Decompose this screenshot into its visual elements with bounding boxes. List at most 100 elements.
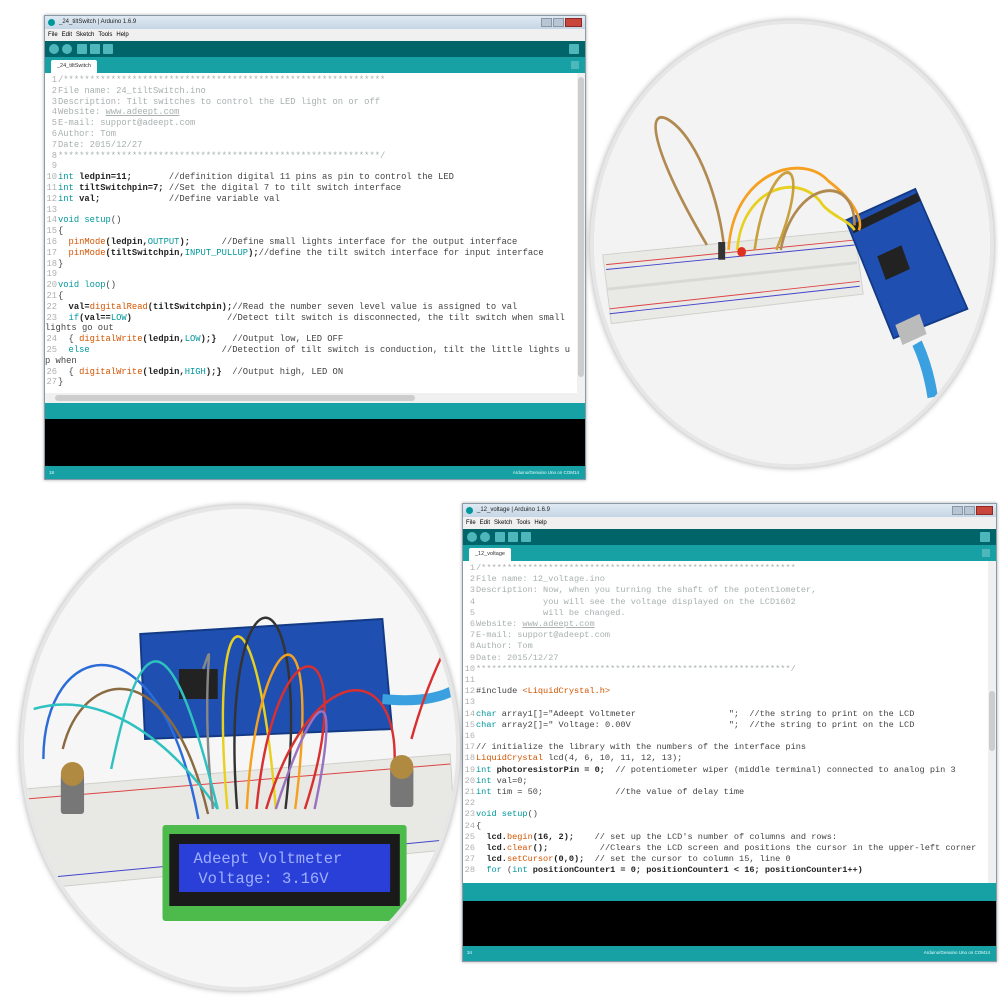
menu-file[interactable]: File [466,520,476,526]
status-bar: 34 Arduino/Genuino Uno on COM14 [463,946,996,961]
menu-help[interactable]: Help [534,520,547,526]
horizontal-scrollbar[interactable] [45,393,585,403]
line-number: 4 [51,107,57,118]
line-number: 20 [46,280,57,291]
code-token: // set the cursor to column 15, line 0 [584,854,791,865]
line-number: 11 [464,675,475,686]
line-number: 10 [46,172,57,183]
line-number: 17 [464,742,475,753]
upload-icon[interactable] [480,532,490,542]
code-line: 18LiquidCrystal lcd(4, 6, 10, 11, 12, 13… [463,753,986,764]
verify-icon[interactable] [467,532,477,542]
code-line: 22 [463,798,986,809]
code-token: Description: Now, when you turning the s… [476,585,817,596]
code-line: 8Author: Tom [463,641,986,652]
tab-sketch[interactable]: _24_tiltSwitch [51,60,97,73]
save-icon[interactable] [103,44,113,54]
code-token: int [476,775,497,786]
code-token: int [58,182,80,193]
menu-edit[interactable]: Edit [61,32,73,38]
line-number: 24 [464,820,475,831]
code-line: 24 { digitalWrite(ledpin,LOW);} //Output… [45,334,575,345]
window-title: _12_voltage | Arduino 1.6.9 [477,507,550,513]
code-token: if [58,312,80,323]
code-line: 10**************************************… [463,664,986,675]
vertical-scrollbar[interactable] [988,561,996,883]
code-line: 22 val=digitalRead(tiltSwitchpin);//Read… [45,302,575,313]
tab-sketch[interactable]: _12_voltage [469,548,511,561]
code-editor[interactable]: 1/**************************************… [463,561,996,883]
line-number: 18 [46,258,57,269]
code-line: 20void loop() [45,280,575,291]
code-token: int [476,787,497,798]
code-token: //Set the digital 7 to tilt switch inter… [163,182,402,193]
close-button[interactable] [976,506,993,515]
code-line: 8***************************************… [45,151,575,162]
console-output [45,419,585,466]
line-number: 6 [469,619,475,630]
toolbar [463,529,996,545]
new-icon[interactable] [77,44,87,54]
code-token: lcd. [476,854,507,865]
maximize-button[interactable] [553,18,564,27]
close-button[interactable] [565,18,582,27]
code-token: (ledpin, [142,334,185,345]
line-number: 16 [464,731,475,742]
new-icon[interactable] [495,532,505,542]
open-icon[interactable] [508,532,518,542]
code-token: lcd. [476,831,507,842]
message-bar [463,883,996,901]
upload-icon[interactable] [62,44,72,54]
menu-tools[interactable]: Tools [98,32,113,38]
lcd-line-1: Adeept Voltmeter [194,850,343,868]
red-led [737,246,746,257]
verify-icon[interactable] [49,44,59,54]
tab-menu-icon[interactable] [982,549,990,557]
menu-edit[interactable]: Edit [479,520,491,526]
menu-file[interactable]: File [48,32,58,38]
tab-bar: _12_voltage [463,545,996,561]
code-line: 7Date: 2015/12/27 [45,140,575,151]
serial-monitor-icon[interactable] [569,44,579,54]
code-line: 26 { digitalWrite(ledpin,HIGH);} //Outpu… [45,367,575,378]
code-token: for [476,865,507,876]
tab-menu-icon[interactable] [571,61,579,69]
code-token: (); [532,843,549,854]
code-token: setup [84,215,111,226]
usb-cable [895,313,938,399]
serial-monitor-icon[interactable] [980,532,990,542]
minimize-button[interactable] [541,18,552,27]
code-line: 26 lcd.clear(); //Clears the LCD screen … [463,843,986,854]
code-token: pinMode [58,236,106,247]
menu-help[interactable]: Help [116,32,129,38]
code-token: array2[]=" Voltage: 0.00V "; [501,719,740,730]
line-number: 15 [46,226,57,237]
code-token: lcd. [476,843,507,854]
code-editor[interactable]: 1/**************************************… [45,73,585,393]
code-token: int [58,172,80,183]
code-token: INPUT_PULLUP [184,247,249,258]
line-number: 8 [51,150,57,161]
tilt-switch [718,242,726,260]
arduino-ide-window-tiltswitch: _24_tiltSwitch | Arduino 1.6.9 File Edit… [44,15,586,480]
code-token: File name: 24_tiltSwitch.ino [58,85,206,96]
code-token: { [58,290,64,301]
line-number: 25 [464,831,475,842]
line-number: 17 [46,247,57,258]
menu-tools[interactable]: Tools [516,520,531,526]
menu-sketch[interactable]: Sketch [494,520,513,526]
code-line: 5E-mail: support@adeept.com [45,118,575,129]
code-token: //the string to print on the LCD [739,708,915,719]
code-line: 6Website: www.adeept.com [463,619,986,630]
line-number: 3 [51,96,57,107]
save-icon[interactable] [521,532,531,542]
menu-sketch[interactable]: Sketch [76,32,95,38]
line-number: 22 [46,301,57,312]
maximize-button[interactable] [964,506,975,515]
open-icon[interactable] [90,44,100,54]
vertical-scrollbar[interactable] [577,73,585,393]
code-token: lcd(4, 6, 10, 11, 12, 13); [543,753,683,764]
code-line: 12#include <LiquidCrystal.h> [463,686,986,697]
minimize-button[interactable] [952,506,963,515]
console-output [463,901,996,946]
